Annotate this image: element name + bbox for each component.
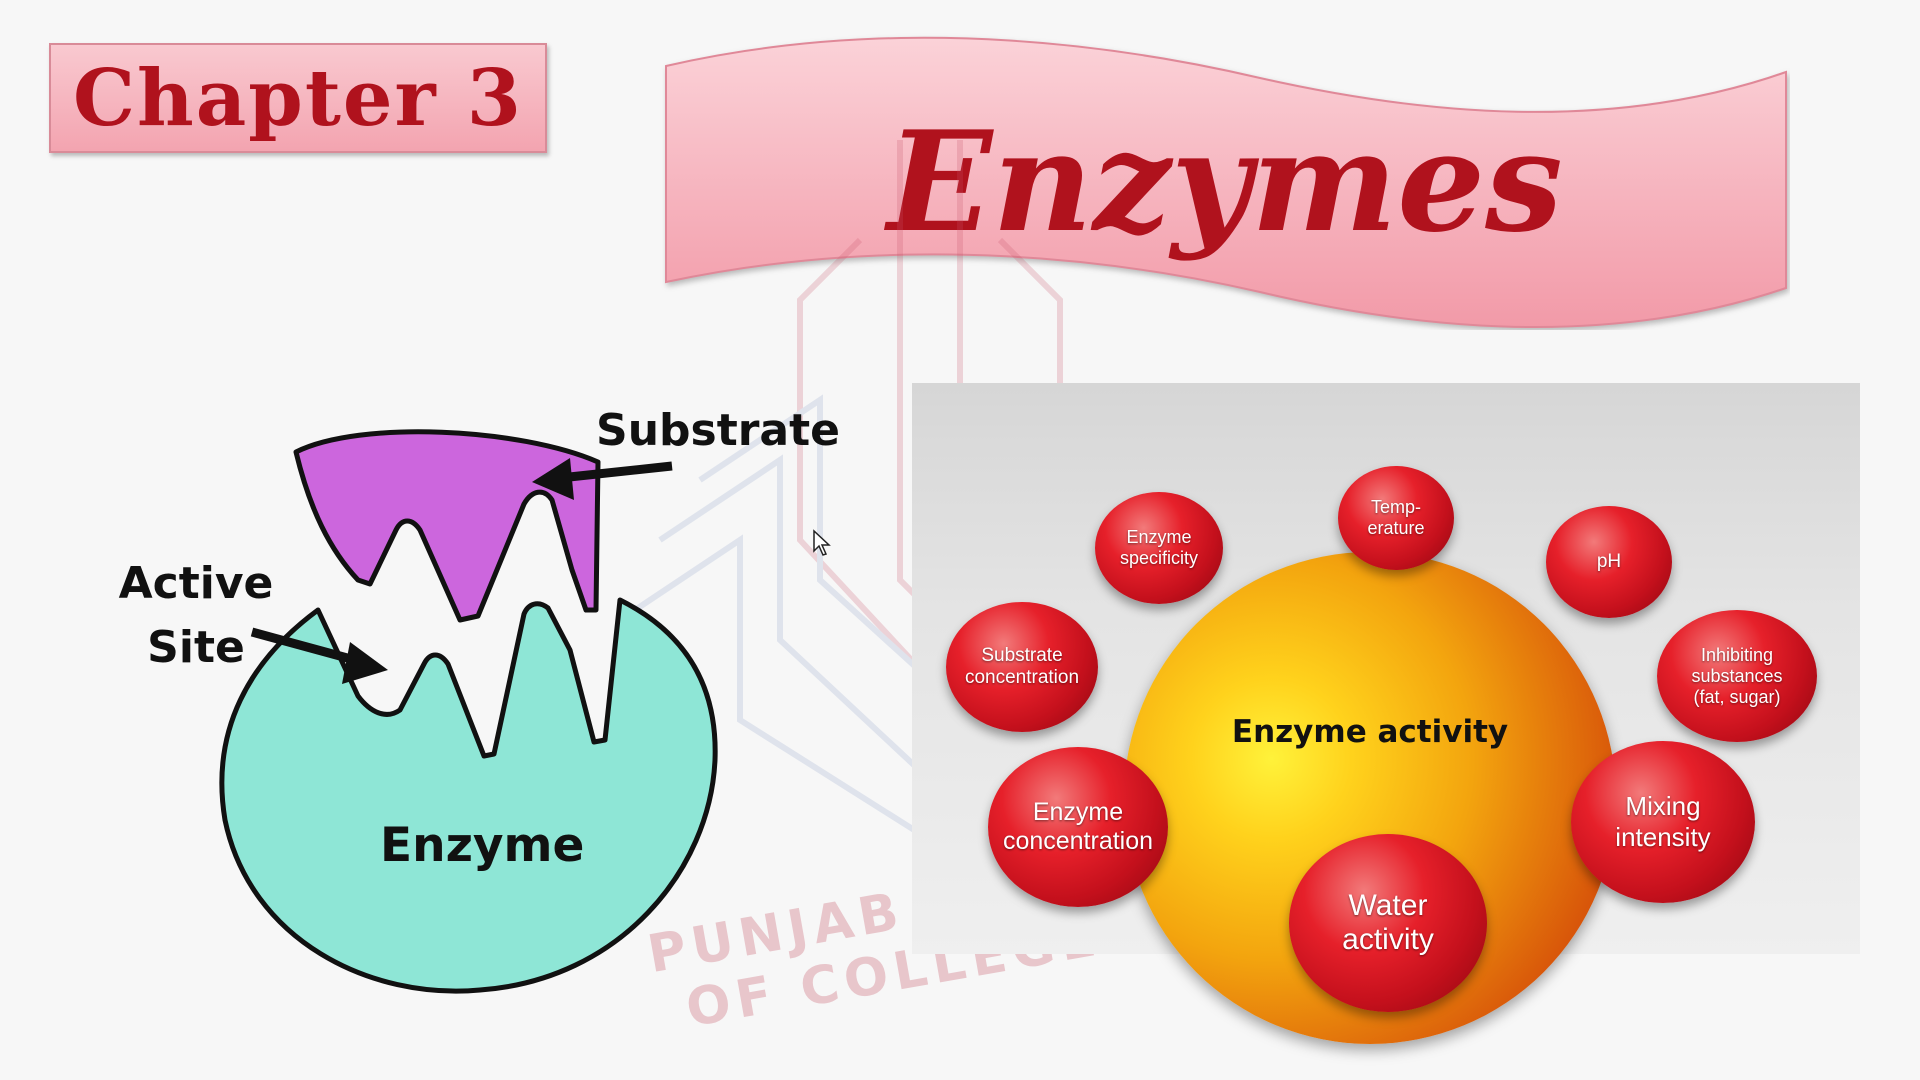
- factor-text: Mixing: [1625, 791, 1701, 821]
- factor-text: Water: [1348, 889, 1428, 922]
- enzyme-shape: [219, 597, 718, 994]
- factor-text: Inhibiting: [1700, 644, 1774, 665]
- factor-text: substances: [1691, 665, 1783, 686]
- substrate-shape: [293, 429, 601, 623]
- lock-and-key-diagram: [219, 429, 718, 994]
- substrate-label: Substrate: [596, 405, 840, 456]
- substrate-arrow: [532, 458, 673, 500]
- mouse-cursor-icon: [813, 529, 831, 556]
- factor-text: Enzyme: [1032, 798, 1124, 826]
- factor-text: concentration: [964, 667, 1080, 688]
- active-site-label-line1: Active: [118, 558, 274, 609]
- chapter-label-box: Chapter 3: [49, 43, 547, 153]
- title-banner: [665, 36, 1787, 328]
- enzyme-activity-label: Enzyme activity: [1231, 714, 1509, 750]
- factor-text: pH: [1596, 551, 1622, 572]
- factor-text: erature: [1367, 518, 1425, 538]
- factor-text: Substrate: [981, 645, 1063, 666]
- enzyme-activity-sphere: Enzyme activity: [1124, 552, 1616, 1044]
- factor-ph: pH: [1546, 506, 1672, 618]
- factor-text: specificity: [1119, 548, 1199, 568]
- factor-text: Enzyme: [1126, 527, 1192, 547]
- active-site-label-line2: Site: [147, 622, 245, 673]
- factor-text: (fat, sugar): [1693, 686, 1781, 707]
- chapter-label: Chapter 3: [72, 52, 524, 144]
- factor-text: concentration: [1002, 827, 1154, 855]
- factor-text: activity: [1342, 923, 1434, 956]
- factor-text: Temp-: [1370, 497, 1421, 517]
- factor-text: intensity: [1615, 822, 1711, 852]
- enzyme-label: Enzyme: [380, 818, 585, 873]
- page-title: Enzymes: [887, 100, 1563, 263]
- factor-temperature: Temp-erature: [1338, 466, 1454, 570]
- active-site-arrow: [250, 627, 388, 684]
